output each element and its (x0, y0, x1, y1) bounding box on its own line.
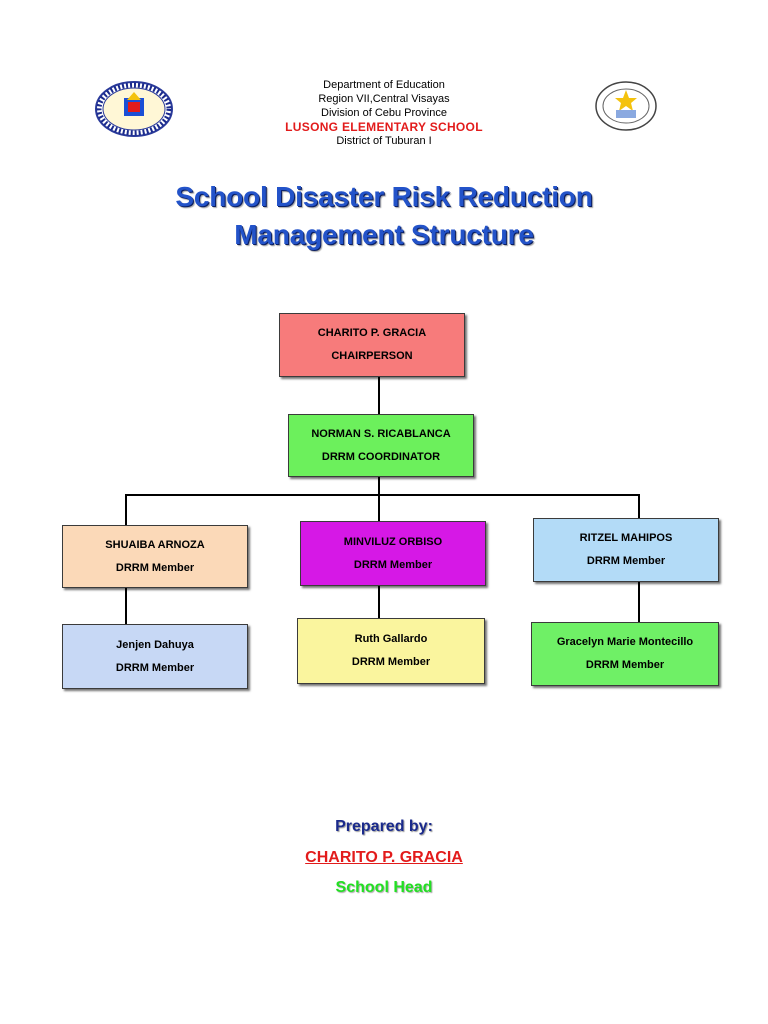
member-role: DRRM Member (115, 561, 195, 574)
header-region: Region VII,Central Visayas (318, 93, 450, 105)
connector-right-member (638, 582, 640, 622)
prepared-by-name: CHARITO P. GRACIA (305, 849, 463, 866)
member-role: DRRM Member (351, 656, 431, 668)
coordinator-name: NORMAN S. RICABLANCA (311, 427, 451, 440)
member-box-gallardo: Ruth Gallardo DRRM Member (297, 618, 485, 684)
connector-center-member (378, 586, 380, 618)
member-role: DRRM Member (115, 661, 195, 674)
connector-coordinator-bar (378, 476, 380, 496)
member-role: DRRM Member (586, 555, 666, 567)
member-name: Ruth Gallardo (354, 633, 428, 645)
connector-horizontal-bar (125, 494, 640, 496)
member-name: RITZEL MAHIPOS (579, 532, 673, 544)
header-school-name: LUSONG ELEMENTARY SCHOOL (285, 120, 483, 134)
chairperson-name: CHARITO P. GRACIA (317, 327, 427, 339)
member-box-mahipos: RITZEL MAHIPOS DRRM Member (533, 518, 719, 582)
connector-left-drop (125, 494, 127, 525)
member-name: MINVILUZ ORBISO (343, 535, 443, 548)
member-box-dahuya: Jenjen Dahuya DRRM Member (62, 624, 248, 689)
member-box-arnoza: SHUAIBA ARNOZA DRRM Member (62, 525, 248, 588)
member-box-orbiso: MINVILUZ ORBISO DRRM Member (300, 521, 486, 586)
header-district: District of Tuburan I (336, 135, 432, 147)
coordinator-box: NORMAN S. RICABLANCA DRRM COORDINATOR (288, 414, 474, 477)
member-name: SHUAIBA ARNOZA (105, 538, 205, 551)
connector-left-member (125, 588, 127, 624)
chairperson-box: CHARITO P. GRACIA CHAIRPERSON (279, 313, 465, 377)
header-division: Division of Cebu Province (321, 107, 447, 119)
connector-center-drop (378, 494, 380, 522)
chairperson-role: CHAIRPERSON (331, 350, 413, 362)
coordinator-role: DRRM COORDINATOR (321, 450, 441, 463)
member-box-montecillo: Gracelyn Marie Montecillo DRRM Member (531, 622, 719, 686)
deped-seal-logo (94, 80, 174, 138)
connector-right-drop (638, 494, 640, 518)
header-department: Department of Education (323, 79, 445, 91)
member-name: Gracelyn Marie Montecillo (556, 636, 694, 648)
member-name: Jenjen Dahuya (116, 638, 194, 651)
page-title-line2: Management Structure (234, 219, 534, 250)
page-title-line1: School Disaster Risk Reduction (175, 181, 593, 212)
member-role: DRRM Member (585, 659, 665, 671)
connector-chair-coordinator (378, 376, 380, 414)
school-seal-logo (594, 80, 658, 132)
prepared-by-role: School Head (335, 879, 433, 896)
member-role: DRRM Member (353, 558, 433, 571)
prepared-by-label: Prepared by: (335, 818, 433, 835)
